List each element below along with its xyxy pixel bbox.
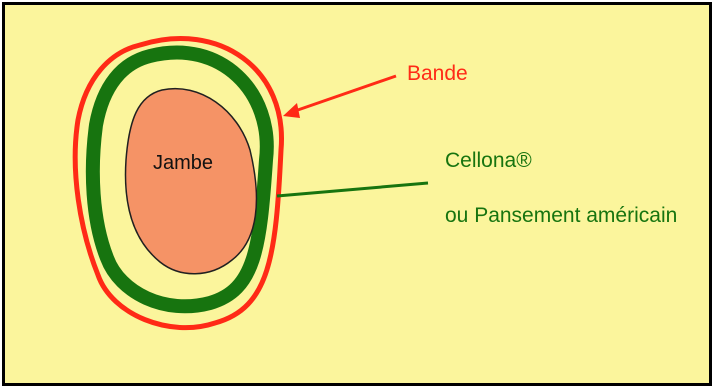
- bande-arrow-line: [292, 76, 396, 112]
- cellona-label: Cellona®: [445, 150, 532, 171]
- jambe-label: Jambe: [153, 153, 213, 173]
- bande-label: Bande: [407, 63, 468, 84]
- cellona-pointer-line: [277, 183, 428, 196]
- jambe-shape: [125, 89, 256, 274]
- bande-arrow-head: [283, 103, 300, 118]
- pansement-label: ou Pansement américain: [445, 205, 677, 226]
